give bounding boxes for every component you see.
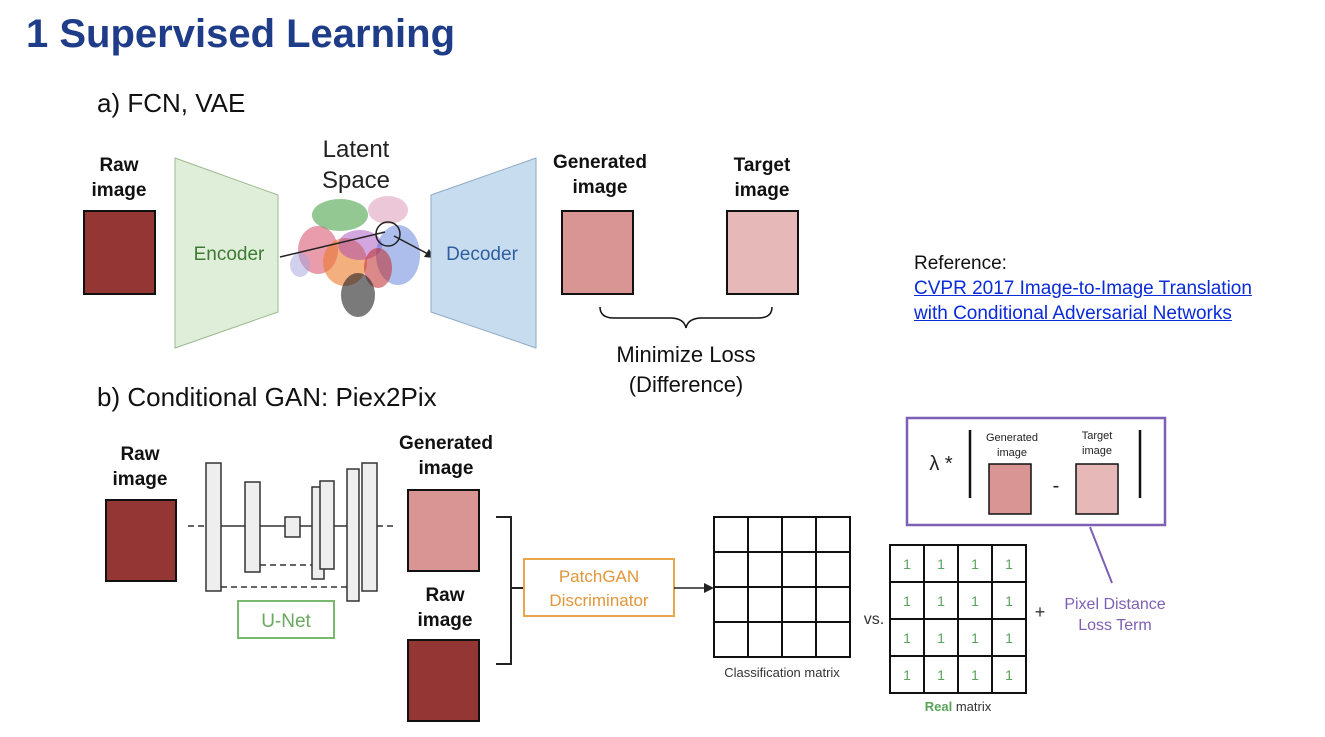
b-generated-image-square (407, 489, 480, 572)
decoder-shape (430, 157, 537, 349)
real-word: Real (925, 699, 952, 714)
real-matrix-cell: 1 (971, 630, 979, 646)
minus-label: - (1053, 475, 1060, 497)
real-matrix-cell: 1 (1005, 593, 1013, 609)
real-matrix-cell: 1 (937, 593, 945, 609)
reference-label: Reference: (914, 253, 1007, 274)
classification-matrix-label: Classification matrix (724, 665, 840, 680)
encoder-label: Encoder (194, 244, 265, 265)
unet-blocks (205, 462, 378, 602)
a-raw-image-label: Raw image (91, 155, 147, 201)
bracket-to-discriminator (496, 516, 512, 665)
b-raw-image-square-2 (407, 639, 480, 722)
real-matrix-cell: 1 (903, 593, 911, 609)
a-raw-image-square (83, 210, 156, 295)
a-target-image-square (726, 210, 799, 295)
minimize-loss-text: Minimize Loss (Difference) (560, 340, 812, 400)
page-title: 1 Supervised Learning (26, 12, 456, 56)
box-generated-label-2: image (997, 447, 1027, 459)
latent-point-circle (375, 221, 401, 247)
b-raw-image-label: Raw image (112, 444, 168, 490)
loss-line-1: Minimize Loss (616, 342, 756, 367)
section-a-heading: a) FCN, VAE (97, 88, 246, 118)
patchgan-label-1: PatchGAN (559, 567, 639, 586)
real-matrix-label: Real matrix (925, 699, 992, 714)
box-generated-label-1: Generated (986, 432, 1038, 444)
unet-label: U-Net (261, 611, 311, 632)
real-matrix-cell: 1 (937, 556, 945, 572)
pixel-loss-box (905, 416, 1167, 527)
unet-connections (188, 525, 397, 588)
a-generated-image-label: Generated image (553, 152, 647, 198)
section-b-heading: b) Conditional GAN: Piex2Pix (97, 382, 437, 412)
classification-matrix (713, 516, 851, 658)
pixel-loss-connector (1089, 526, 1113, 584)
real-matrix-cell: 1 (937, 630, 945, 646)
real-matrix-cell: 1 (937, 667, 945, 683)
latent-to-decoder-arrow (393, 235, 431, 256)
b-generated-image-label: Generated image (399, 433, 493, 479)
a-generated-image-square (561, 210, 634, 295)
vs-label: vs. (864, 611, 884, 628)
decoder-label: Decoder (446, 244, 518, 265)
lambda-label: λ * (929, 453, 953, 475)
a-target-image-label: Target image (733, 155, 791, 201)
real-matrix-cell: 1 (903, 667, 911, 683)
box-target-label-2: image (1082, 445, 1112, 457)
real-matrix-cell: 1 (903, 556, 911, 572)
real-matrix-cell: 1 (971, 667, 979, 683)
latent-space-scatter (290, 196, 420, 317)
unet-label-box (237, 600, 335, 639)
matrix-word: matrix (952, 699, 992, 714)
pixel-loss-label-2: Loss Term (1078, 617, 1152, 634)
b-raw-image-square (105, 499, 177, 582)
encoder-shape (174, 157, 279, 349)
b-raw-image-label-2: Raw image (417, 585, 473, 631)
real-matrix-values: 1 1 1 1 1 1 1 1 1 1 1 1 1 1 1 1 (903, 556, 1013, 683)
latent-space-label-2: Space (322, 167, 390, 194)
loss-line-2: (Difference) (628, 372, 744, 397)
real-matrix (889, 544, 1027, 694)
reference-link-line-1: CVPR 2017 Image-to-Image Translation (914, 278, 1252, 299)
real-matrix-cell: 1 (1005, 630, 1013, 646)
reference-link-line-2: with Conditional Adversarial Networks (914, 303, 1232, 324)
box-target-label-1: Target (1082, 430, 1113, 442)
box-generated-square (988, 463, 1032, 515)
real-matrix-cell: 1 (971, 593, 979, 609)
encoder-to-latent-line (279, 231, 386, 258)
reference-link[interactable]: CVPR 2017 Image-to-Image Translation wit… (914, 278, 1252, 324)
real-matrix-cell: 1 (903, 630, 911, 646)
box-target-square (1075, 463, 1119, 515)
pixel-loss-label-1: Pixel Distance (1064, 596, 1165, 613)
plus-label: + (1035, 602, 1046, 622)
real-matrix-cell: 1 (1005, 667, 1013, 683)
loss-brace (599, 306, 773, 329)
reference-block: Reference: CVPR 2017 Image-to-Image Tran… (914, 251, 1252, 326)
patchgan-label-2: Discriminator (549, 591, 649, 610)
patchgan-arrow-head (704, 583, 714, 593)
real-matrix-cell: 1 (971, 556, 979, 572)
real-matrix-cell: 1 (1005, 556, 1013, 572)
latent-space-label-1: Latent (323, 136, 390, 163)
